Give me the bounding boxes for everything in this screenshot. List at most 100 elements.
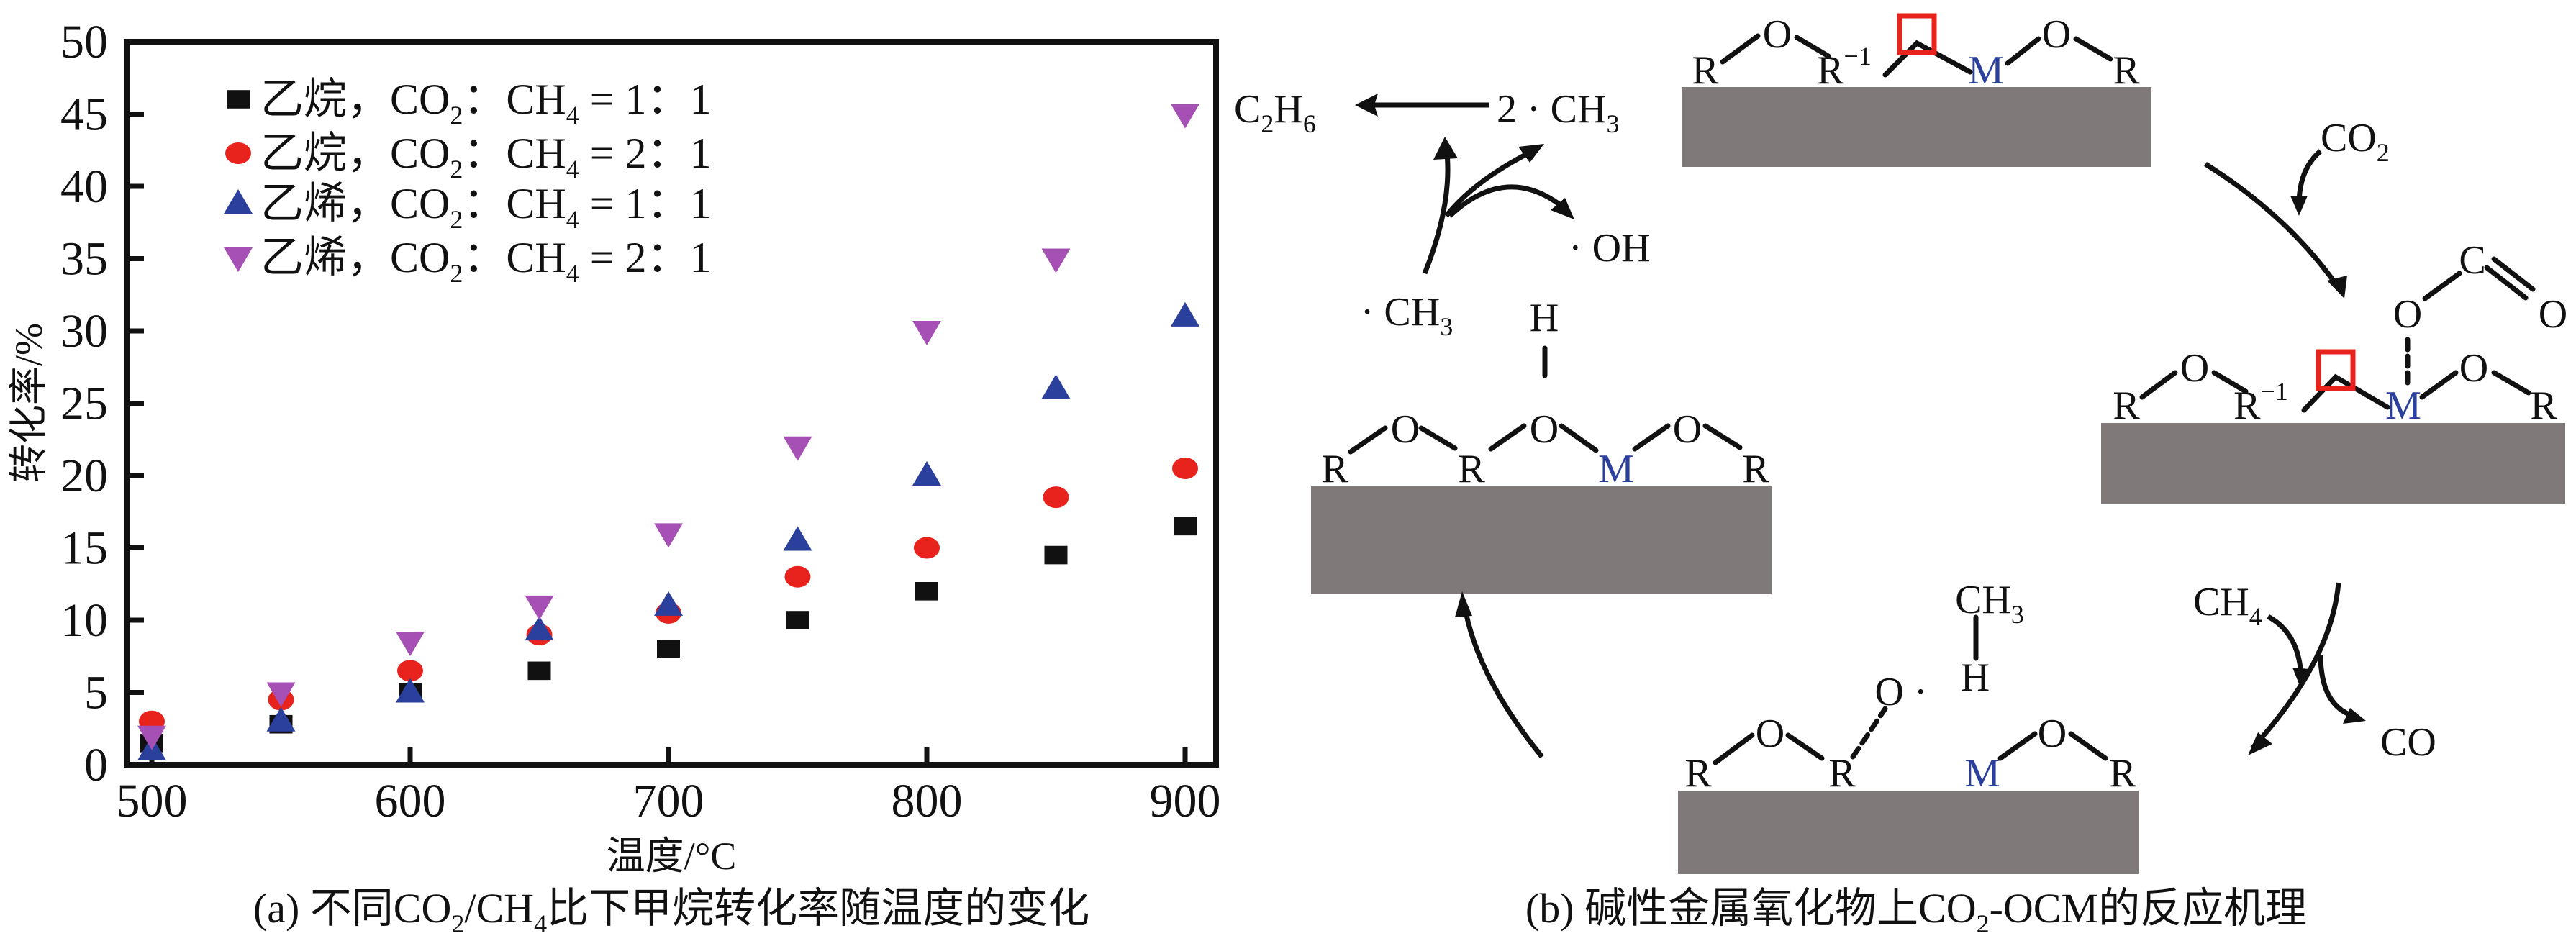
arrowhead-icon [1355, 94, 1378, 117]
data-point [1172, 457, 1198, 479]
arrow-co-out [2318, 654, 2354, 719]
y-tick-label: 35 [60, 233, 108, 286]
co2-label: CO2 [2321, 116, 2390, 167]
legend-label: 乙烷，CO2：CH4 = 1：1 [260, 76, 712, 129]
arrowhead-icon [2248, 732, 2272, 755]
atom-r-minus: R−1 [2233, 377, 2288, 428]
data-point [525, 595, 554, 620]
y-tick-label: 10 [60, 594, 108, 647]
atom-r: R [1742, 447, 1769, 491]
data-point [786, 611, 809, 629]
atom-r-minus: R−1 [1817, 42, 1872, 93]
oxide-surface-block [2101, 423, 2565, 504]
arrow-right-to-bottom [2250, 582, 2341, 750]
atom-o: O [2042, 12, 2071, 57]
atom-o-radical: O · [1874, 670, 1927, 714]
atom-o: O [2180, 346, 2209, 391]
legend: 乙烷，CO2：CH4 = 1：1乙烷，CO2：CH4 = 2：1乙烯，CO2：C… [224, 76, 712, 288]
atom-metal: M [1964, 751, 2000, 796]
oxide-surface-block [1678, 791, 2139, 874]
legend-marker [225, 142, 251, 164]
atom-metal: M [1968, 48, 2004, 93]
structure-ch4-activation: R O R M O R O · H CH3 [1678, 578, 2139, 874]
co-label: CO [2380, 720, 2436, 765]
y-axis-label: 转化率/% [7, 323, 50, 483]
atom-o: O [2038, 712, 2067, 756]
dashed-bond [1850, 706, 1888, 760]
atom-metal: M [2385, 383, 2421, 428]
atom-r: R [1321, 447, 1348, 491]
bonds [2139, 271, 2531, 413]
data-point [654, 591, 683, 616]
legend-item: 乙烷，CO2：CH4 = 1：1 [227, 76, 712, 129]
x-tick-label: 800 [892, 775, 963, 827]
data-points [137, 104, 1199, 760]
atom-r: R [2109, 751, 2136, 796]
bonds [1713, 731, 2108, 765]
data-point [396, 632, 425, 657]
atom-o-hydroxyl: O [1530, 407, 1559, 452]
arrowhead-icon [2343, 708, 2366, 724]
data-point [783, 526, 812, 551]
y-tick-label: 15 [60, 522, 108, 575]
legend-label: 乙烷，CO2：CH4 = 2：1 [260, 129, 712, 183]
atom-r: R [1458, 447, 1485, 491]
y-tick-label: 0 [84, 739, 108, 791]
data-point [1041, 248, 1071, 273]
atom-o: O [1673, 407, 1702, 452]
atom-o: O [1756, 712, 1784, 756]
data-point [783, 436, 812, 461]
data-point [784, 565, 811, 588]
arrow-up-left [1422, 147, 1451, 275]
hydroxyl-radical-label: · OH [1569, 226, 1651, 271]
reaction-mechanism-diagram: R O R−1 M O R R O R−1 M O R O C O [1234, 12, 2567, 938]
data-point [1171, 104, 1199, 129]
x-tick-label: 900 [1150, 775, 1221, 827]
oxygen-vacancy-box [1897, 13, 1937, 55]
series-4 [137, 104, 1199, 750]
data-point [1041, 374, 1071, 399]
data-point [912, 461, 941, 486]
data-point [915, 582, 938, 601]
methyl-group: CH3 [1955, 578, 2024, 629]
data-point [1044, 545, 1068, 565]
atom-r: R [1684, 751, 1712, 796]
data-point [654, 523, 683, 548]
oxide-surface-block [1311, 486, 1772, 594]
data-point [1043, 486, 1069, 509]
data-point [397, 660, 423, 682]
data-point [657, 640, 680, 658]
cycle-arrows: CO2 CH4 CO [1455, 116, 2436, 765]
arrowhead-icon [1455, 591, 1472, 617]
data-point [1174, 517, 1197, 536]
coupling-products: C2H6 2 · CH3 · OH [1234, 87, 1651, 275]
x-tick-label: 700 [633, 775, 704, 827]
double-bond [2484, 256, 2536, 301]
oxygen-vacancy-box [2316, 349, 2356, 391]
methyl-radical: · CH3 [1361, 290, 1453, 341]
data-point [266, 682, 296, 707]
arrowhead-icon [1551, 198, 1574, 219]
legend-item: 乙烯，CO2：CH4 = 2：1 [224, 234, 712, 288]
atom-o-adsorbed: O [2393, 292, 2422, 337]
legend-item: 乙烯，CO2：CH4 = 1：1 [224, 180, 712, 234]
legend-label: 乙烯，CO2：CH4 = 1：1 [260, 180, 712, 234]
atom-o: O [1391, 407, 1420, 452]
atom-r: R [2530, 383, 2557, 428]
oxide-surface-block [1682, 87, 2151, 167]
x-tick-label: 600 [375, 775, 446, 827]
y-tick-label: 40 [60, 160, 108, 213]
arrow-bottom-to-left [1461, 604, 1544, 759]
legend-marker [227, 90, 250, 109]
legend-marker [224, 247, 253, 272]
atom-c: C [2459, 238, 2485, 283]
y-tick-label: 5 [84, 667, 108, 719]
atom-o: O [1763, 12, 1792, 57]
atom-metal: M [1598, 447, 1634, 491]
legend-item: 乙烷，CO2：CH4 = 2：1 [225, 129, 712, 183]
arrowhead-icon [2290, 196, 2308, 216]
y-tick-label: 45 [60, 88, 108, 141]
